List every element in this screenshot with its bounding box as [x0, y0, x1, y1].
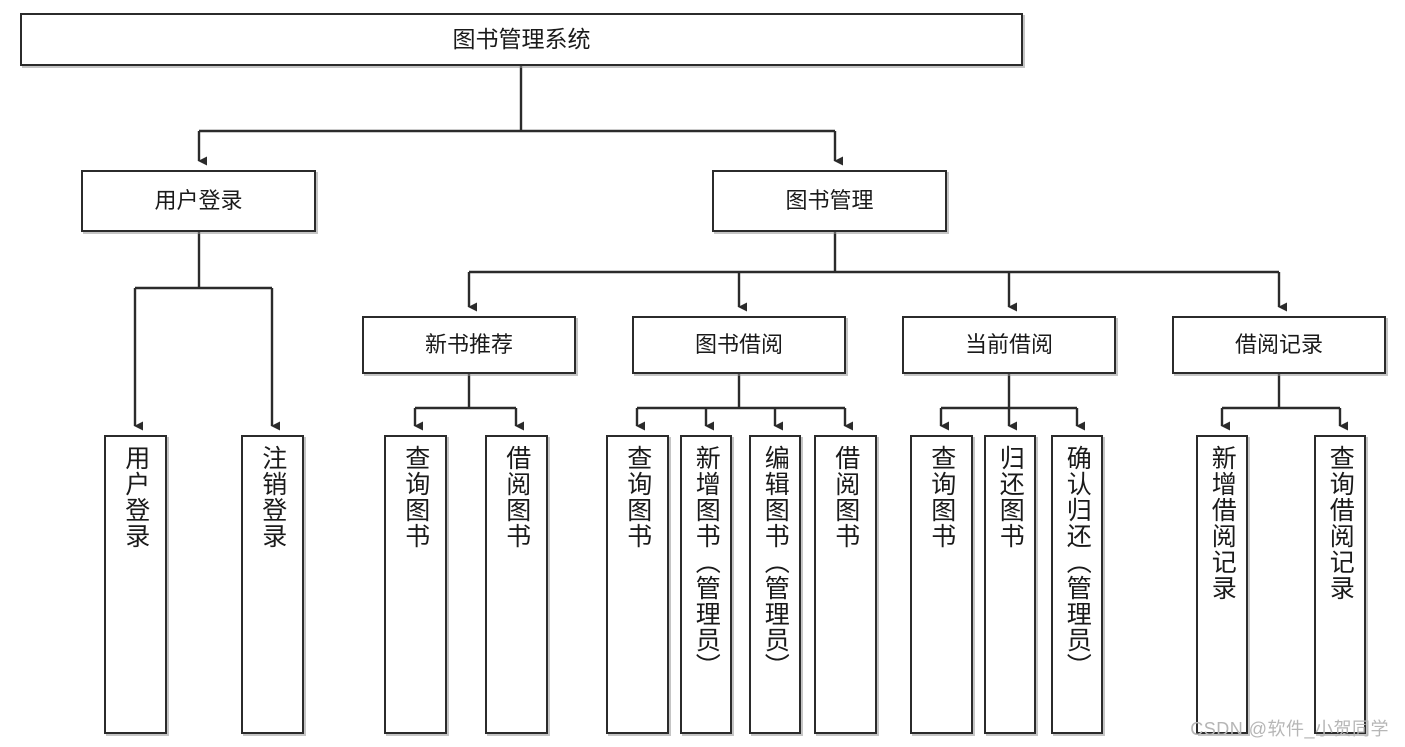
node-label: 借阅图书: [831, 445, 860, 549]
node-label: 新增图书（管理员）: [692, 445, 721, 679]
leaf-user-login-login[interactable]: 用户登录: [104, 435, 167, 734]
leaf-new-book-query[interactable]: 查询图书: [384, 435, 447, 734]
leaf-records-add-record[interactable]: 新增借阅记录: [1196, 435, 1248, 734]
node-label: 新书推荐: [424, 331, 513, 357]
leaf-new-book-borrow[interactable]: 借阅图书: [485, 435, 548, 734]
node-label: 编辑图书（管理员）: [761, 445, 790, 679]
leaf-borrow-borrow-book[interactable]: 借阅图书: [814, 435, 877, 734]
node-new-book-recommend[interactable]: 新书推荐: [362, 316, 576, 374]
leaf-current-confirm-return-admin[interactable]: 确认归还（管理员）: [1051, 435, 1103, 734]
leaf-borrow-query-book[interactable]: 查询图书: [606, 435, 669, 734]
node-label: 当前借阅: [964, 331, 1053, 357]
node-label: 查询图书: [623, 445, 652, 549]
node-label: 图书管理系统: [452, 25, 591, 52]
watermark-text: CSDN @软件_小贺同学: [1190, 719, 1389, 739]
node-label: 注销登录: [258, 445, 287, 549]
node-label: 查询借阅记录: [1326, 445, 1355, 601]
node-book-borrow[interactable]: 图书借阅: [632, 316, 846, 374]
node-label: 查询图书: [927, 445, 956, 549]
node-label: 新增借阅记录: [1208, 445, 1237, 601]
node-label: 确认归还（管理员）: [1063, 445, 1092, 679]
node-root-system[interactable]: 图书管理系统: [20, 13, 1023, 66]
node-book-management[interactable]: 图书管理: [712, 170, 947, 232]
node-current-borrow[interactable]: 当前借阅: [902, 316, 1116, 374]
leaf-user-login-logout[interactable]: 注销登录: [241, 435, 304, 734]
node-label: 用户登录: [121, 445, 150, 549]
node-label: 查询图书: [401, 445, 430, 549]
leaf-current-query-book[interactable]: 查询图书: [910, 435, 973, 734]
node-label: 借阅记录: [1234, 331, 1323, 357]
node-user-login[interactable]: 用户登录: [81, 170, 316, 232]
node-label: 归还图书: [996, 445, 1025, 549]
leaf-borrow-add-book-admin[interactable]: 新增图书（管理员）: [680, 435, 732, 734]
node-label: 借阅图书: [502, 445, 531, 549]
leaf-records-query-record[interactable]: 查询借阅记录: [1314, 435, 1366, 734]
node-label: 图书管理: [785, 187, 874, 213]
leaf-borrow-edit-book-admin[interactable]: 编辑图书（管理员）: [749, 435, 801, 734]
leaf-current-return-book[interactable]: 归还图书: [984, 435, 1036, 734]
node-borrow-records[interactable]: 借阅记录: [1172, 316, 1386, 374]
node-label: 用户登录: [154, 187, 243, 213]
node-label: 图书借阅: [694, 331, 783, 357]
